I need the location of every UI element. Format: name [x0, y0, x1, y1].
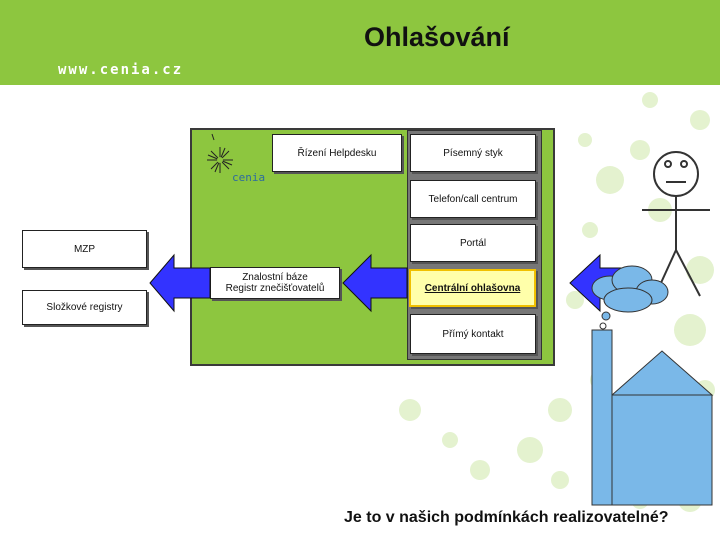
pisemny-styk-box: Písemný styk: [410, 134, 536, 172]
thought-cloud: [591, 265, 669, 330]
page-title: Ohlašování: [364, 22, 510, 52]
portal-box: Portál: [410, 224, 536, 262]
cenia-logo-text: cenia: [232, 171, 266, 184]
primy-kontakt-box: Přímý kontakt: [410, 314, 536, 354]
rizeni-helpdesku-box: Řízení Helpdesku: [272, 134, 402, 172]
header-bar: [0, 0, 720, 85]
mzp-box: MZP: [22, 230, 147, 268]
house-icon: [591, 329, 714, 506]
znalostni-baze-line2: Registr znečišťovatelů: [225, 283, 325, 294]
arrow-left-1: [149, 253, 211, 313]
site-url: www.cenia.cz: [58, 62, 184, 78]
znalostni-baze-line1: Znalostní báze: [242, 272, 308, 283]
centralni-ohlasovna-box: Centrální ohlašovna: [409, 269, 536, 307]
question-text: Je to v našich podmínkách realizovatelné…: [344, 509, 669, 526]
person-figure: [642, 151, 710, 297]
znalostni-baze-box: Znalostní báze Registr znečišťovatelů: [210, 267, 340, 299]
slozkove-registry-box: Složkové registry: [22, 290, 147, 325]
telefon-box: Telefon/call centrum: [410, 180, 536, 218]
arrow-left-2: [342, 253, 408, 313]
